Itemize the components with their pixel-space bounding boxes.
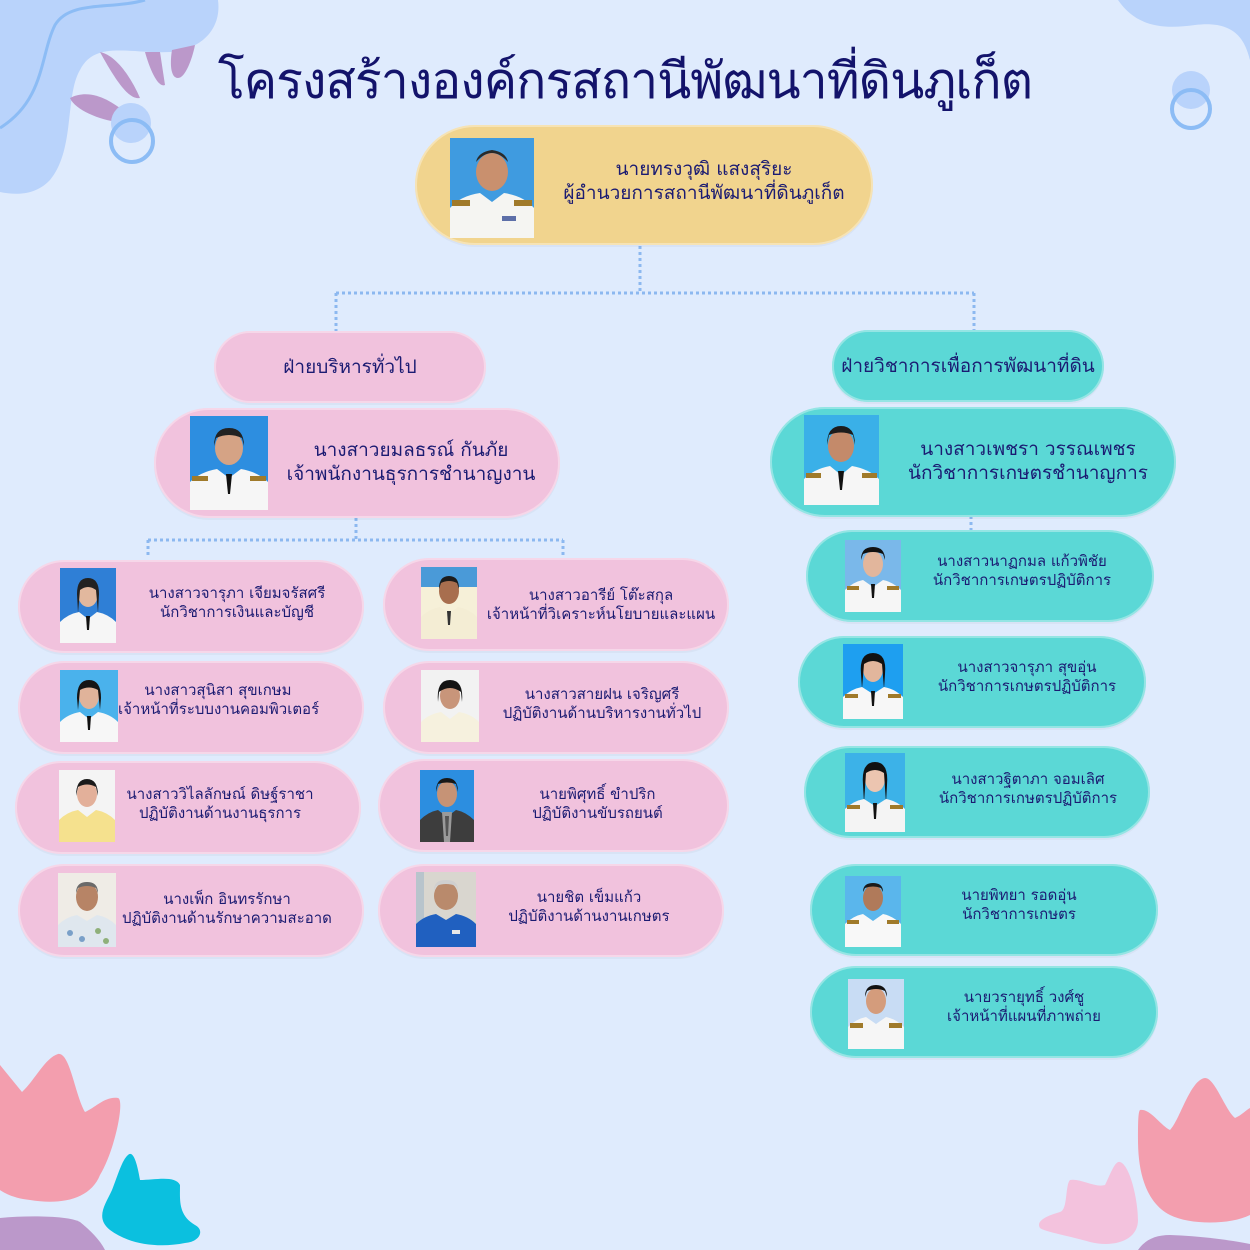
staff-position: นักวิชาการเกษตรปฏิบัติการ [937,677,1117,696]
staff-info: นางเพ็ก อินทรรักษา ปฏิบัติงานด้านรักษาคว… [118,890,336,928]
staff-photo [421,567,477,639]
director-position: ผู้อำนวยการสถานีพัฒนาที่ดินภูเก็ต [563,182,845,205]
staff-photo [59,770,115,842]
staff-position: ปฏิบัติงานด้านงานเกษตร [508,907,670,926]
staff-position: นักวิชาการเกษตร [962,905,1076,924]
staff-position: ปฏิบัติงานด้านบริหารงานทั่วไป [502,704,702,723]
staff-name: นางสาวอารีย์ โต๊ะสกุล [528,586,674,604]
staff-name: นางเพ็ก อินทรรักษา [163,890,291,908]
staff-position: ปฏิบัติงานขับรถยนต์ [532,804,663,823]
staff-info: นางสาวสุนิสา สุขเกษม เจ้าหน้าที่ระบบงานค… [118,681,320,719]
staff-name: นายพิทยา รอดอุ่น [961,886,1077,904]
staff-photo [845,540,901,612]
staff-photo [60,568,116,643]
staff-card[interactable]: นางสาวอารีย์ โต๊ะสกุล เจ้าหน้าที่วิเคราะ… [383,558,729,651]
staff-info: นางสาวจารุภา สุขอุ่น นักวิชาการเกษตรปฏิบ… [918,658,1136,696]
staff-photo [421,670,479,742]
staff-position: เจ้าหน้าที่ระบบงานคอมพิวเตอร์ [118,700,320,719]
staff-position: ปฏิบัติงานด้านงานธุรการ [138,804,302,823]
director-info: นายทรงวุฒิ แสงสุริยะ ผู้อำนวยการสถานีพัฒ… [545,157,863,206]
technical-head-info: นางสาวเพชรา วรรณเพชร นักวิชาการเกษตรชำนา… [890,437,1166,486]
staff-name: นางสาวนาฏกมล แก้วพิชัย [937,552,1107,570]
staff-photo [416,872,476,947]
staff-card[interactable]: นายพิศุทธิ์ ขำปริก ปฏิบัติงานขับรถยนต์ [378,759,729,852]
staff-card[interactable]: นายพิทยา รอดอุ่น นักวิชาการเกษตร [810,864,1158,956]
staff-name: นางสาวจารุภา เจียมจรัสศรี [148,584,326,602]
staff-name: นางสาวจารุภา สุขอุ่น [957,658,1097,676]
staff-info: นายพิทยา รอดอุ่น นักวิชาการเกษตร [910,886,1128,924]
staff-card[interactable]: นางสาวนาฏกมล แก้วพิชัย นักวิชาการเกษตรปฏ… [806,530,1154,622]
technical-head-card[interactable]: นางสาวเพชรา วรรณเพชร นักวิชาการเกษตรชำนา… [770,407,1176,517]
staff-info: นางสาวนาฏกมล แก้วพิชัย นักวิชาการเกษตรปฏ… [910,552,1134,590]
technical-head-position: นักวิชาการเกษตรชำนาญการ [908,462,1148,485]
staff-info: นายชิต เข็มแก้ว ปฏิบัติงานด้านงานเกษตร [482,888,696,926]
staff-info: นางสาวจารุภา เจียมจรัสศรี นักวิชาการเงิน… [122,584,352,622]
staff-position: เจ้าหน้าที่แผนที่ภาพถ่าย [947,1007,1101,1026]
staff-position: ปฏิบัติงานด้านรักษาความสะอาด [122,909,332,928]
admin-head-position: เจ้าพนักงานธุรการชำนาญงาน [286,463,536,486]
decoration-bottom-left [0,1053,201,1250]
staff-card[interactable]: นางเพ็ก อินทรรักษา ปฏิบัติงานด้านรักษาคว… [18,864,364,957]
director-name: นายทรงวุฒิ แสงสุริยะ [615,158,793,180]
staff-card[interactable]: นายวรายุทธิ์ วงศ์ชู เจ้าหน้าที่แผนที่ภาพ… [810,966,1158,1058]
staff-card[interactable]: นางสาวสุนิสา สุขเกษม เจ้าหน้าที่ระบบงานค… [18,661,364,754]
staff-card[interactable]: นายชิต เข็มแก้ว ปฏิบัติงานด้านงานเกษตร [378,864,724,957]
staff-photo [58,873,116,947]
staff-name: นายพิศุทธิ์ ขำปริก [539,785,656,803]
admin-head-photo [190,416,268,510]
staff-name: นายชิต เข็มแก้ว [536,888,642,906]
staff-card[interactable]: นางสาวสายฝน เจริญศรี ปฏิบัติงานด้านบริหา… [383,661,729,754]
staff-card[interactable]: นางสาวฐิตาภา จอมเลิศ นักวิชาการเกษตรปฏิบ… [804,746,1150,838]
staff-photo [843,644,903,719]
decoration-bottom-right [1039,1078,1250,1250]
admin-head-name: นางสาวยมลธรณ์ กันภัย [313,439,509,461]
staff-name: นางสาววิไลลักษณ์ ดิษฐ์ราชา [126,785,314,803]
department-admin-label[interactable]: ฝ่ายบริหารทั่วไป [214,331,486,403]
director-card[interactable]: นายทรงวุฒิ แสงสุริยะ ผู้อำนวยการสถานีพัฒ… [415,125,873,245]
staff-position: นักวิชาการเกษตรปฏิบัติการ [938,789,1118,808]
technical-head-name: นางสาวเพชรา วรรณเพชร [920,438,1136,460]
staff-photo [60,670,118,742]
director-photo [450,138,534,238]
staff-photo [848,979,904,1049]
decoration-top-right [1118,0,1250,130]
staff-position: นักวิชาการเงินและบัญชี [159,603,315,622]
staff-info: นางสาววิไลลักษณ์ ดิษฐ์ราชา ปฏิบัติงานด้า… [119,785,321,823]
staff-card[interactable]: นางสาวจารุภา สุขอุ่น นักวิชาการเกษตรปฏิบ… [798,636,1146,728]
staff-info: นายวรายุทธิ์ วงศ์ชู เจ้าหน้าที่แผนที่ภาพ… [914,988,1134,1026]
staff-photo [845,876,901,947]
staff-info: นายพิศุทธิ์ ขำปริก ปฏิบัติงานขับรถยนต์ [488,785,707,823]
staff-photo [420,770,474,842]
staff-name: นางสาวฐิตาภา จอมเลิศ [951,770,1105,788]
staff-position: เจ้าหน้าที่วิเคราะห์นโยบายและแผน [486,605,716,624]
staff-name: นายวรายุทธิ์ วงศ์ชู [963,988,1085,1006]
decoration-top-left [0,0,219,194]
staff-info: นางสาวฐิตาภา จอมเลิศ นักวิชาการเกษตรปฏิบ… [920,770,1136,808]
staff-card[interactable]: นางสาววิไลลักษณ์ ดิษฐ์ราชา ปฏิบัติงานด้า… [15,761,361,854]
admin-head-info: นางสาวยมลธรณ์ กันภัย เจ้าพนักงานธุรการชำ… [272,438,550,487]
staff-position: นักวิชาการเกษตรปฏิบัติการ [932,571,1112,590]
staff-name: นางสาวสุนิสา สุขเกษม [144,681,292,699]
admin-head-card[interactable]: นางสาวยมลธรณ์ กันภัย เจ้าพนักงานธุรการชำ… [154,408,560,518]
department-technical-label[interactable]: ฝ่ายวิชาการเพื่อการพัฒนาที่ดิน [832,330,1104,402]
staff-info: นางสาวสายฝน เจริญศรี ปฏิบัติงานด้านบริหา… [487,685,717,723]
staff-card[interactable]: นางสาวจารุภา เจียมจรัสศรี นักวิชาการเงิน… [18,560,364,653]
page-title: โครงสร้างองค์กรสถานีพัฒนาที่ดินภูเก็ต [217,52,1033,110]
staff-name: นางสาวสายฝน เจริญศรี [524,685,680,703]
staff-photo [845,753,905,832]
staff-info: นางสาวอารีย์ โต๊ะสกุล เจ้าหน้าที่วิเคราะ… [483,586,719,624]
technical-head-photo [804,415,879,505]
